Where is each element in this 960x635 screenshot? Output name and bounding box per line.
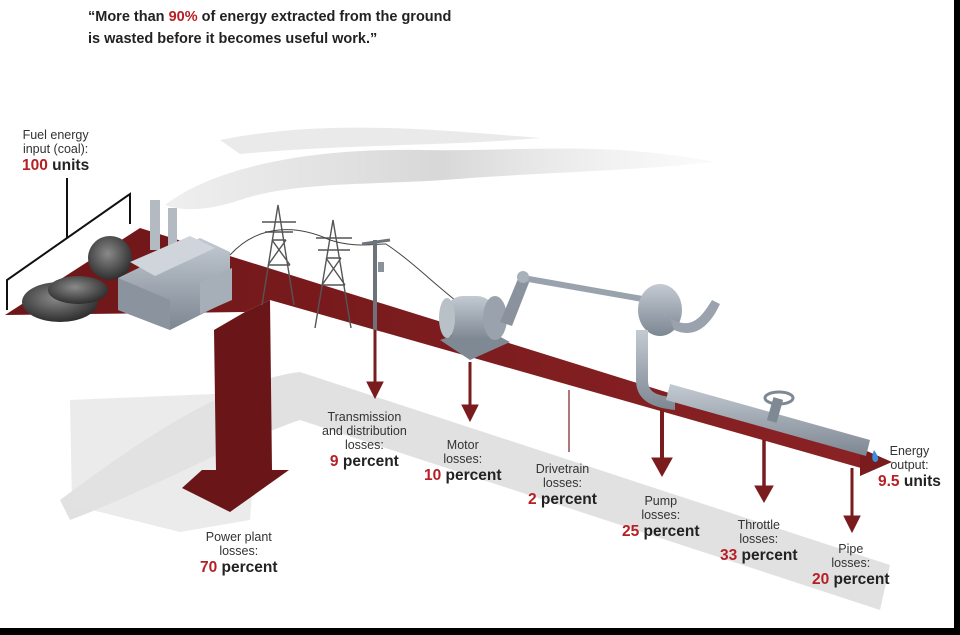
input-bracket [6,192,131,310]
quote-highlight: 90% [168,9,198,25]
utility-pole [361,238,391,330]
headline-quote: “More than 90% of energy extracted from … [88,6,451,50]
quote-line-2: is wasted before it becomes useful work.… [88,31,378,47]
pipe-loss-label: Pipe losses: 20 percent [812,542,890,588]
fuel-input-value: 100 [22,157,48,174]
motor-loss-arrow [461,362,479,423]
fuel-input-label: Fuel energy input (coal): 100 units [22,128,90,174]
drivetrain-shaft [500,271,649,326]
coal-pile-3 [88,236,132,280]
water-drop [872,450,879,462]
pipe-loss-arrow [843,468,861,534]
coal-pile-2 [48,276,108,304]
pipe-with-throttle [666,384,870,456]
energy-output-value: 9.5 [878,473,900,490]
energy-output-label: Energy output: 9.5 units [878,444,941,490]
throttle-loss-label: Throttle losses: 33 percent [720,518,798,564]
motor-loss-label: Motor losses: 10 percent [424,438,502,484]
smoke-plume [165,148,715,210]
loss-arrows [366,330,861,534]
pump-loss-arrow [651,410,673,478]
throttle-loss-arrow [754,440,774,504]
electric-motor [439,296,510,360]
pump-unit [636,284,720,410]
transmission-loss-arrow [366,330,384,400]
transmission-loss-label: Transmission and distribution losses: 9 … [322,410,407,470]
quote-line-1: “More than 90% of energy extracted from … [88,9,452,25]
power-line-to-motor [385,243,456,301]
power-plant-loss-arrow [182,300,289,512]
transmission-towers [229,204,387,329]
power-plant-building [118,200,232,330]
pump-loss-label: Pump losses: 25 percent [622,494,700,540]
power-plant-loss-label: Power plant losses: 70 percent [200,530,278,576]
drivetrain-loss-label: Drivetrain losses: 2 percent [528,462,597,508]
smoke-wisp [220,127,540,154]
